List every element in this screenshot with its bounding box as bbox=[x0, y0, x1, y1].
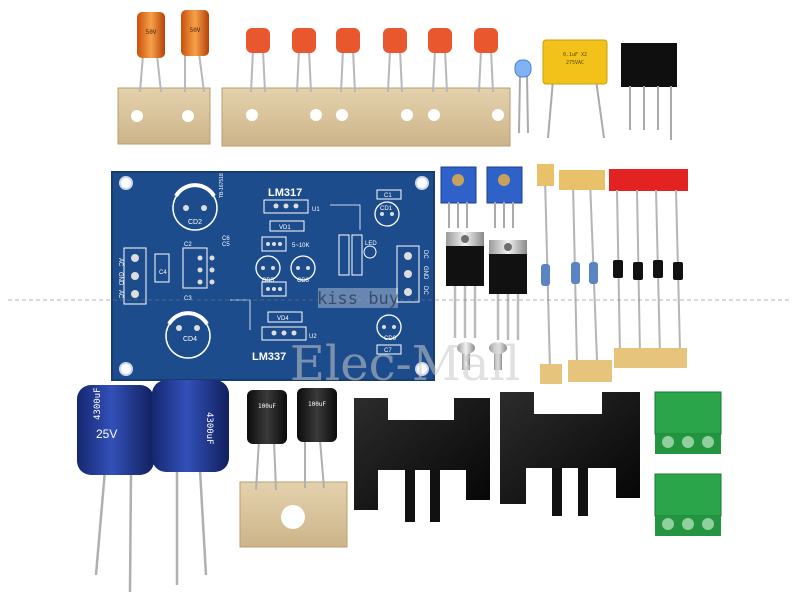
diodes bbox=[609, 169, 688, 368]
ceramic-capacitor bbox=[428, 28, 452, 53]
vd1-label: VD1 bbox=[279, 225, 291, 231]
u2-label: U2 bbox=[309, 334, 317, 340]
lm317-title: LM317 bbox=[268, 187, 302, 199]
c7-label: C7 bbox=[384, 348, 392, 354]
x2-capacitor: 0.1uF X2 275VAC bbox=[542, 39, 608, 139]
c2-label: C2 bbox=[184, 242, 192, 248]
black-electrolytic-capacitors: 100uF 100uF bbox=[239, 388, 348, 548]
cd3-label: CD3 bbox=[297, 278, 310, 284]
big-cap-value-2: 4300uF bbox=[204, 412, 214, 445]
big-cap-value-1: 4300uF bbox=[93, 387, 103, 420]
heatsinks bbox=[354, 392, 640, 522]
cd6-label: CD6 bbox=[384, 336, 397, 342]
screws bbox=[457, 342, 507, 370]
ceramic-capacitor bbox=[336, 28, 360, 53]
u1-label: U1 bbox=[312, 207, 320, 213]
ceramic-capacitor bbox=[292, 28, 316, 53]
c5-label: C5 bbox=[222, 242, 230, 248]
big-cap-voltage: 25V bbox=[96, 427, 117, 441]
c1-label: C1 bbox=[384, 193, 392, 199]
input-ac-2: AC bbox=[117, 290, 123, 299]
ceramic-capacitor bbox=[383, 28, 407, 53]
cd4-label: CD4 bbox=[183, 336, 197, 343]
watermark-brand: kiss buy bbox=[317, 289, 399, 309]
bridge-rectifier bbox=[621, 43, 677, 140]
ceramic-capacitor bbox=[474, 28, 498, 53]
c6-label: C6 bbox=[222, 236, 230, 242]
vd4-label: VD4 bbox=[277, 316, 289, 322]
watermark: kiss buy Elec-Mall bbox=[8, 288, 790, 392]
cd2-label: CD2 bbox=[188, 219, 202, 226]
pcb-board: CD2 CD4 LM317 LM337 TB-167518 U1 U2 VD1 … bbox=[111, 171, 435, 381]
c4-label: C4 bbox=[159, 270, 167, 276]
svg-text:50V: 50V bbox=[190, 27, 201, 34]
output-gnd: GND bbox=[422, 266, 428, 280]
cd5-label: CD5 bbox=[262, 278, 275, 284]
watermark-store: Elec-Mall bbox=[290, 336, 520, 392]
input-gnd: GND bbox=[117, 272, 123, 286]
lm337-title: LM337 bbox=[252, 351, 286, 363]
ceramic-capacitor bbox=[246, 28, 270, 53]
input-ac-1: AC bbox=[117, 258, 123, 267]
mid-cap-value-1: 100uF bbox=[258, 403, 276, 410]
svg-text:0.1uF X2: 0.1uF X2 bbox=[563, 52, 587, 58]
c3-label: C3 bbox=[184, 296, 192, 302]
mid-cap-value-2: 100uF bbox=[308, 401, 326, 408]
orange-capacitors: 50V 50V bbox=[117, 10, 211, 145]
svg-text:50V: 50V bbox=[146, 29, 157, 36]
blue-led bbox=[514, 59, 532, 134]
trimmer-pots bbox=[440, 166, 523, 228]
pot-label: 5~10K bbox=[292, 243, 310, 249]
large-electrolytic-capacitors: 4300uF 25V 4300uF bbox=[77, 380, 229, 593]
svg-text:275VAC: 275VAC bbox=[566, 60, 584, 66]
ceramic-capacitors bbox=[221, 28, 511, 147]
output-dc-1: DC bbox=[422, 250, 428, 259]
resistors bbox=[537, 164, 612, 384]
cd1-label: CD1 bbox=[380, 206, 393, 212]
led-label: LED bbox=[365, 241, 377, 247]
to220-regulators bbox=[446, 232, 527, 340]
pcb-small-print: TB-167518 bbox=[219, 173, 225, 198]
output-dc-2: DC bbox=[422, 286, 428, 295]
screw-terminals bbox=[654, 391, 722, 536]
